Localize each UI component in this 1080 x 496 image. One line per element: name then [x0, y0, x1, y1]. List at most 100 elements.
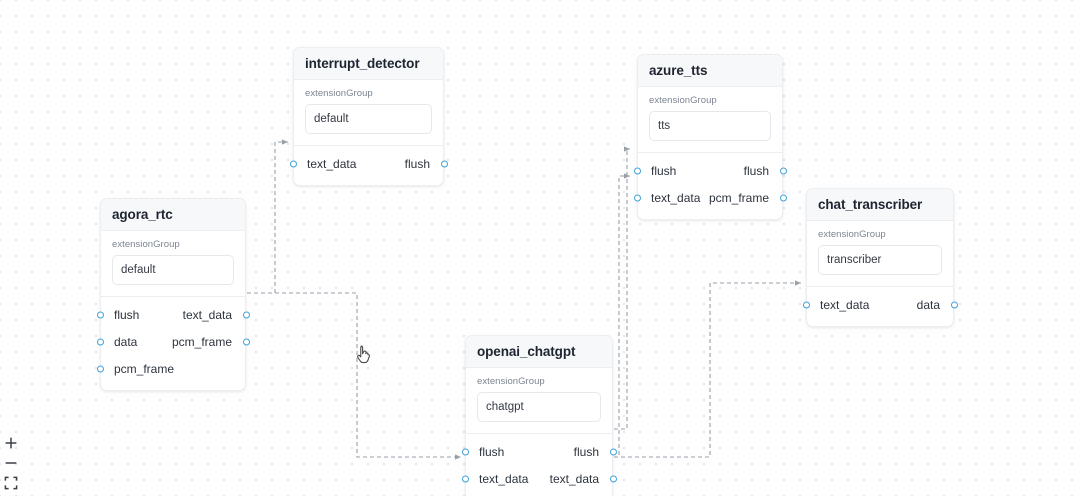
mouse-cursor [357, 345, 375, 372]
input-port-label: text_data [479, 471, 529, 486]
output-port-label: pcm_frame [171, 334, 232, 349]
port-dot-icon[interactable] [609, 475, 617, 482]
port-dot-icon[interactable] [440, 160, 448, 167]
port-dot-icon[interactable] [633, 167, 641, 174]
node-title: chat_transcriber [807, 189, 953, 221]
output-port-data[interactable]: data [916, 297, 958, 312]
output-port-label: flush [404, 156, 430, 171]
edge-agora_rtc.text_data-to-interrupt_detector.text_data[interactable] [247, 139, 289, 294]
input-port-flush[interactable]: flush [461, 444, 505, 459]
port-row: flush flush [633, 157, 787, 184]
zoom-in-icon[interactable] [2, 434, 20, 452]
edge-agora_rtc.text_data-to-openai_chatgpt.text_data[interactable] [247, 292, 462, 460]
port-dot-icon[interactable] [633, 194, 641, 201]
port-dot-icon[interactable] [779, 167, 787, 174]
edge-openai_chatgpt.text_data-to-azure_tts.text_data[interactable] [614, 173, 631, 458]
extension-group-input[interactable]: default [112, 255, 234, 285]
node-chat_transcriber[interactable]: chat_transcriber extensionGroup transcribe… [802, 188, 958, 327]
node-field-group: extensionGroup default [101, 231, 245, 297]
input-port-label: flush [479, 444, 505, 459]
port-dot-icon[interactable] [461, 448, 469, 455]
port-dot-icon[interactable] [96, 311, 104, 318]
output-port-flush[interactable]: flush [573, 444, 617, 459]
input-port-pcm_frame[interactable]: pcm_frame [96, 361, 175, 376]
output-port-label: pcm_frame [708, 190, 769, 205]
node-field-group: extensionGroup transcriber [807, 221, 953, 287]
port-dot-icon[interactable] [242, 311, 250, 318]
extension-group-input[interactable]: tts [649, 111, 771, 141]
node-ports: text_data data [802, 287, 958, 326]
fit-view-icon[interactable] [2, 474, 20, 492]
output-port-label: data [916, 297, 940, 312]
extension-group-input[interactable]: chatgpt [477, 392, 601, 422]
edge-openai_chatgpt.text_data-to-chat_transcriber.text_data[interactable] [614, 280, 802, 458]
node-title: agora_rtc [101, 199, 245, 231]
extension-group-input[interactable]: transcriber [818, 245, 942, 275]
node-title: azure_tts [638, 55, 782, 87]
output-port-label: text_data [549, 471, 599, 486]
input-port-label: flush [114, 307, 140, 322]
field-label-extension-group: extensionGroup [818, 229, 886, 240]
port-dot-icon[interactable] [96, 338, 104, 345]
input-port-text_data[interactable]: text_data [633, 190, 701, 205]
zoom-out-icon[interactable] [2, 454, 20, 472]
field-label-extension-group: extensionGroup [112, 239, 180, 250]
port-row: pcm_frame [96, 355, 245, 382]
port-dot-icon[interactable] [242, 338, 250, 345]
input-port-label: text_data [307, 156, 357, 171]
node-field-group: extensionGroup tts [638, 87, 782, 153]
input-port-label: text_data [820, 297, 870, 312]
port-dot-icon[interactable] [289, 160, 297, 167]
port-row: text_data text_data [461, 465, 617, 492]
port-row: flush flush [461, 438, 617, 465]
input-port-text_data[interactable]: text_data [802, 297, 870, 312]
output-port-flush[interactable]: flush [743, 163, 787, 178]
node-ports: flush flush text_data text_data [461, 434, 617, 496]
port-dot-icon[interactable] [802, 301, 810, 308]
input-port-label: text_data [651, 190, 701, 205]
input-port-label: flush [651, 163, 677, 178]
port-row: text_data data [802, 291, 958, 318]
node-field-group: extensionGroup default [294, 80, 443, 146]
node-title: interrupt_detector [294, 48, 443, 80]
node-azure_tts[interactable]: azure_tts extensionGroup tts flush flush text… [633, 54, 787, 220]
input-port-text_data[interactable]: text_data [289, 156, 357, 171]
node-ports: text_data flush [289, 146, 448, 185]
input-port-label: pcm_frame [114, 361, 175, 376]
input-port-label: data [114, 334, 138, 349]
port-dot-icon[interactable] [461, 475, 469, 482]
input-port-flush[interactable]: flush [633, 163, 677, 178]
port-row: text_data pcm_frame [633, 184, 787, 211]
extension-group-input[interactable]: default [305, 104, 432, 134]
node-ports: flush flush text_data pcm_frame [633, 153, 787, 219]
field-label-extension-group: extensionGroup [649, 95, 717, 106]
output-port-text_data[interactable]: text_data [549, 471, 617, 486]
output-port-pcm_frame[interactable]: pcm_frame [708, 190, 787, 205]
output-port-flush[interactable]: flush [404, 156, 448, 171]
port-dot-icon[interactable] [950, 301, 958, 308]
output-port-label: text_data [182, 307, 232, 322]
output-port-text_data[interactable]: text_data [182, 307, 250, 322]
port-row: flush text_data [96, 301, 250, 328]
port-dot-icon[interactable] [96, 365, 104, 372]
output-port-label: flush [573, 444, 599, 459]
node-agora_rtc[interactable]: agora_rtc extensionGroup default flush text_… [96, 198, 250, 391]
output-port-label: flush [743, 163, 769, 178]
node-field-group: extensionGroup chatgpt [466, 368, 612, 434]
input-port-data[interactable]: data [96, 334, 138, 349]
port-dot-icon[interactable] [779, 194, 787, 201]
port-row: text_data flush [289, 150, 448, 177]
input-port-flush[interactable]: flush [96, 307, 140, 322]
port-dot-icon[interactable] [609, 448, 617, 455]
node-interrupt_detector[interactable]: interrupt_detector extensionGroup default t… [289, 47, 448, 186]
input-port-text_data[interactable]: text_data [461, 471, 529, 486]
output-port-pcm_frame[interactable]: pcm_frame [171, 334, 250, 349]
port-row: data pcm_frame [96, 328, 250, 355]
edge-openai_chatgpt.flush-to-azure_tts.flush[interactable] [614, 146, 631, 430]
field-label-extension-group: extensionGroup [305, 88, 373, 99]
canvas-controls[interactable] [2, 434, 20, 492]
field-label-extension-group: extensionGroup [477, 376, 545, 387]
